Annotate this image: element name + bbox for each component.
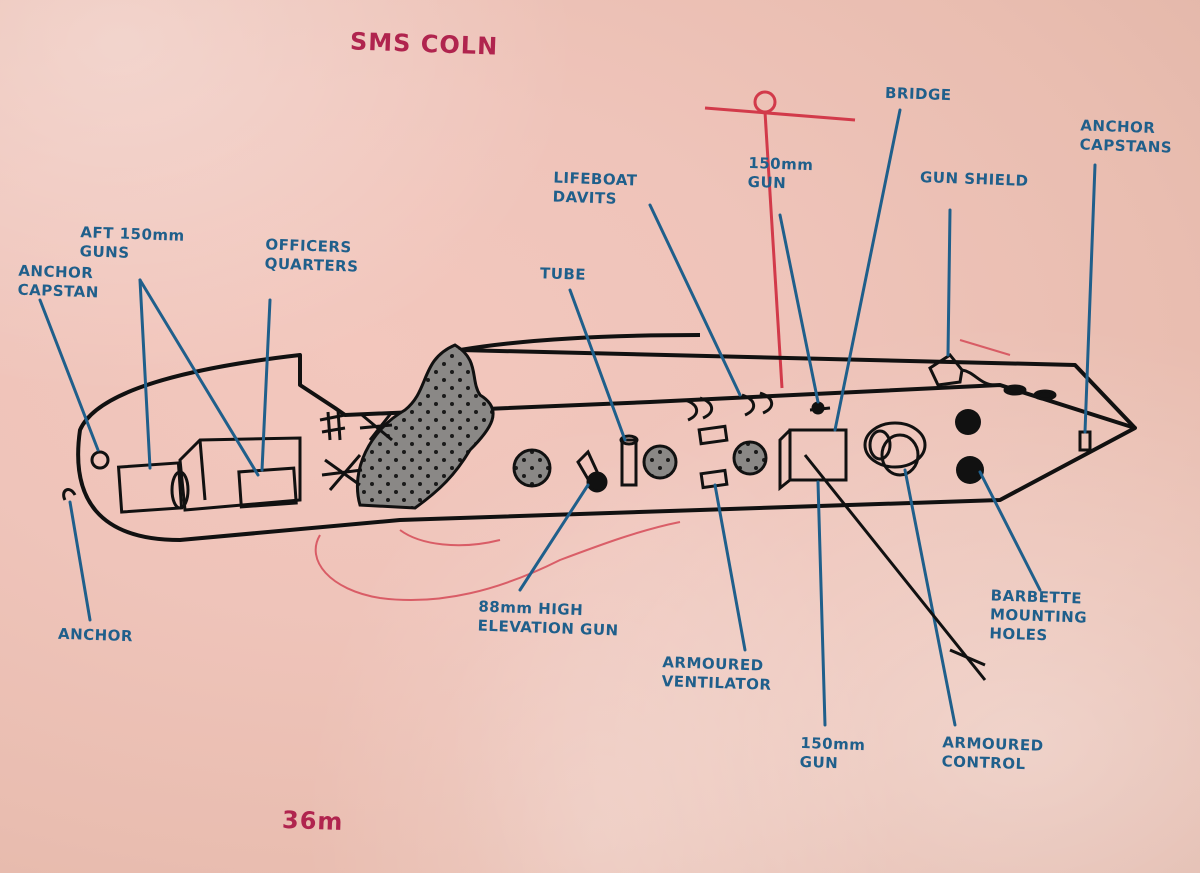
- mast-outline: [704, 90, 856, 389]
- forward-gun-box: [778, 428, 848, 492]
- depth-label: 36m: [281, 805, 344, 837]
- portholes: [512, 440, 768, 488]
- label-tube: TUBE: [539, 264, 587, 284]
- debris-hatching: [319, 409, 394, 491]
- red-sketch: [314, 339, 1011, 601]
- leader-lines: [38, 108, 1097, 727]
- aft-anchor-gear: [62, 450, 110, 501]
- tube: [619, 434, 639, 487]
- label-anchor: ANCHOR: [57, 624, 134, 646]
- label-bridge: BRIDGE: [884, 83, 952, 105]
- collapsed-section: [355, 343, 495, 510]
- armoured-control: [863, 421, 927, 477]
- gun-diagonal: [803, 454, 987, 681]
- armoured-ventilators: [697, 424, 729, 490]
- label-gun-shield: GUN SHIELD: [919, 168, 1029, 190]
- diagram-title: SMS COLN: [349, 27, 499, 61]
- lifeboat-davits: [684, 391, 831, 422]
- gun-88mm: [576, 449, 608, 493]
- hull: [76, 333, 1137, 542]
- gun-shield: [928, 353, 1057, 401]
- barbette-holes: [955, 409, 984, 484]
- bow-capstan: [1078, 430, 1092, 452]
- aft-structures: [116, 436, 302, 514]
